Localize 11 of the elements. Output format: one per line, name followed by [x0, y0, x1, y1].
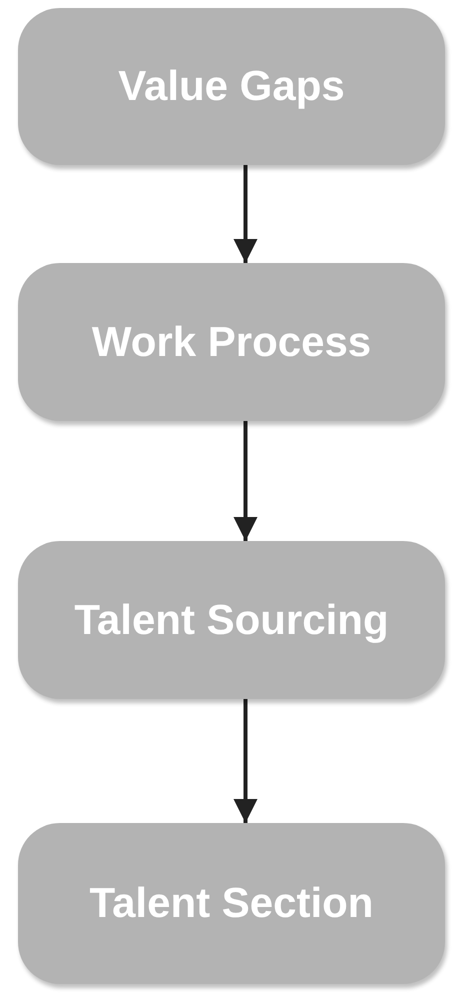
arrow	[234, 421, 258, 541]
box-label: Work Process	[92, 318, 372, 366]
box-label: Value Gaps	[118, 63, 345, 110]
box-label: Talent Sourcing	[74, 596, 389, 644]
process-box	[18, 8, 445, 165]
box-label: Talent Section	[90, 880, 374, 927]
arrow	[234, 165, 258, 263]
process-box	[18, 541, 445, 699]
process-box	[18, 823, 445, 984]
arrow	[234, 699, 258, 823]
process-box	[18, 263, 445, 421]
